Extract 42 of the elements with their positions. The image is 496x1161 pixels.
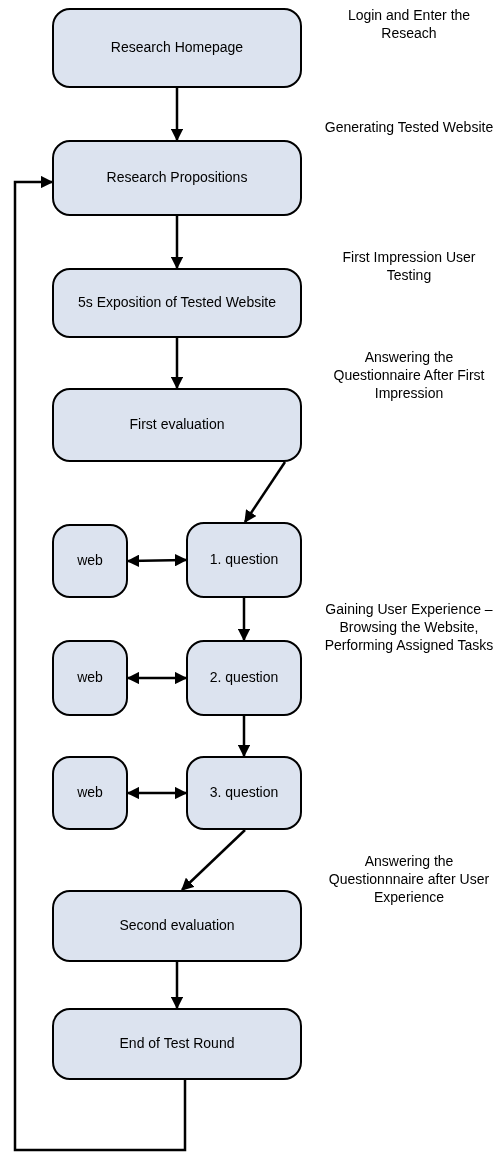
arrow [237, 598, 251, 642]
box-label: 3. question [209, 784, 279, 802]
arrow [181, 829, 246, 891]
process-box [52, 140, 302, 216]
box-label: 2. question [209, 669, 279, 687]
box-label: First evaluation [129, 416, 225, 434]
process-box [186, 640, 302, 716]
box-label: 1. question [209, 551, 279, 569]
process-box [186, 756, 302, 830]
arrow [237, 716, 251, 758]
arrow [126, 786, 188, 800]
step-description: Answering the Questionnaire After First Impression [332, 348, 486, 403]
process-box [52, 8, 302, 88]
process-box [52, 890, 302, 962]
process-box [52, 756, 128, 830]
step-description: Gaining User Experience – Browsing the Website, Performing Assigned Tasks [323, 600, 495, 655]
arrow [13, 175, 187, 1152]
box-label: web [77, 552, 103, 570]
step-description: Login and Enter the Reseach [346, 6, 472, 43]
arrow [170, 962, 184, 1010]
arrow [126, 671, 188, 685]
box-label: End of Test Round [119, 1035, 235, 1053]
arrow [170, 216, 184, 270]
process-box [52, 1008, 302, 1080]
box-label: Research Propositions [106, 169, 248, 187]
process-box [52, 640, 128, 716]
process-box [52, 388, 302, 462]
arrow [170, 88, 184, 142]
process-box [186, 522, 302, 598]
arrow [126, 553, 188, 568]
arrow [243, 461, 287, 524]
step-description: First Impression User Testing [341, 248, 477, 285]
arrow [170, 338, 184, 390]
box-label: Second evaluation [119, 917, 235, 935]
step-description: Answering the Questionnnaire after User Experience [327, 852, 491, 907]
box-label: Research Homepage [110, 39, 244, 57]
process-box [52, 268, 302, 338]
box-label: web [77, 669, 103, 687]
process-box [52, 524, 128, 598]
box-label: 5s Exposition of Tested Website [78, 294, 276, 312]
box-label: web [77, 784, 103, 802]
step-description: Generating Tested Website [323, 118, 495, 137]
